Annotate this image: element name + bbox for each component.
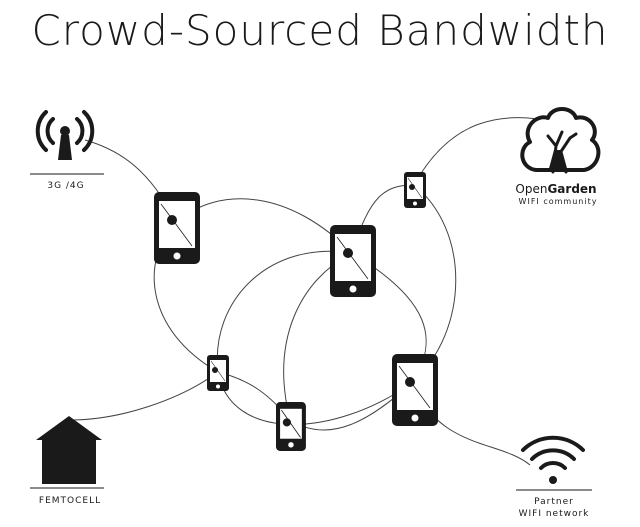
cell-tower-icon [35,110,95,160]
link-top-right [411,184,457,384]
wifi-icon [521,435,585,484]
partner-label-line2: WIFI network [519,509,590,519]
partner-label-line1: Partner [534,497,574,507]
phone-large-center [329,224,377,298]
phone-large-right [391,353,439,427]
femtocell-label: FEMTOCELL [39,496,101,506]
opengarden-brand: OpenGarden [515,182,596,196]
phone-large-left [153,191,201,265]
link-middle-right [217,371,413,425]
phone-small-middle [206,354,230,392]
phone-small-top [403,171,427,209]
cell-label: 3G /4G [47,181,84,191]
tree-icon [520,107,601,174]
opengarden-subtitle: WIFI community [519,197,598,206]
page-title: Crowd-Sourced Bandwidth [31,6,609,55]
link-phoneleft-center [175,198,353,254]
connections [69,117,556,466]
phone-small-bottom [275,401,307,452]
link-center-middle [216,250,353,373]
house-icon [36,416,102,484]
link-middle-femtocell [69,371,219,421]
